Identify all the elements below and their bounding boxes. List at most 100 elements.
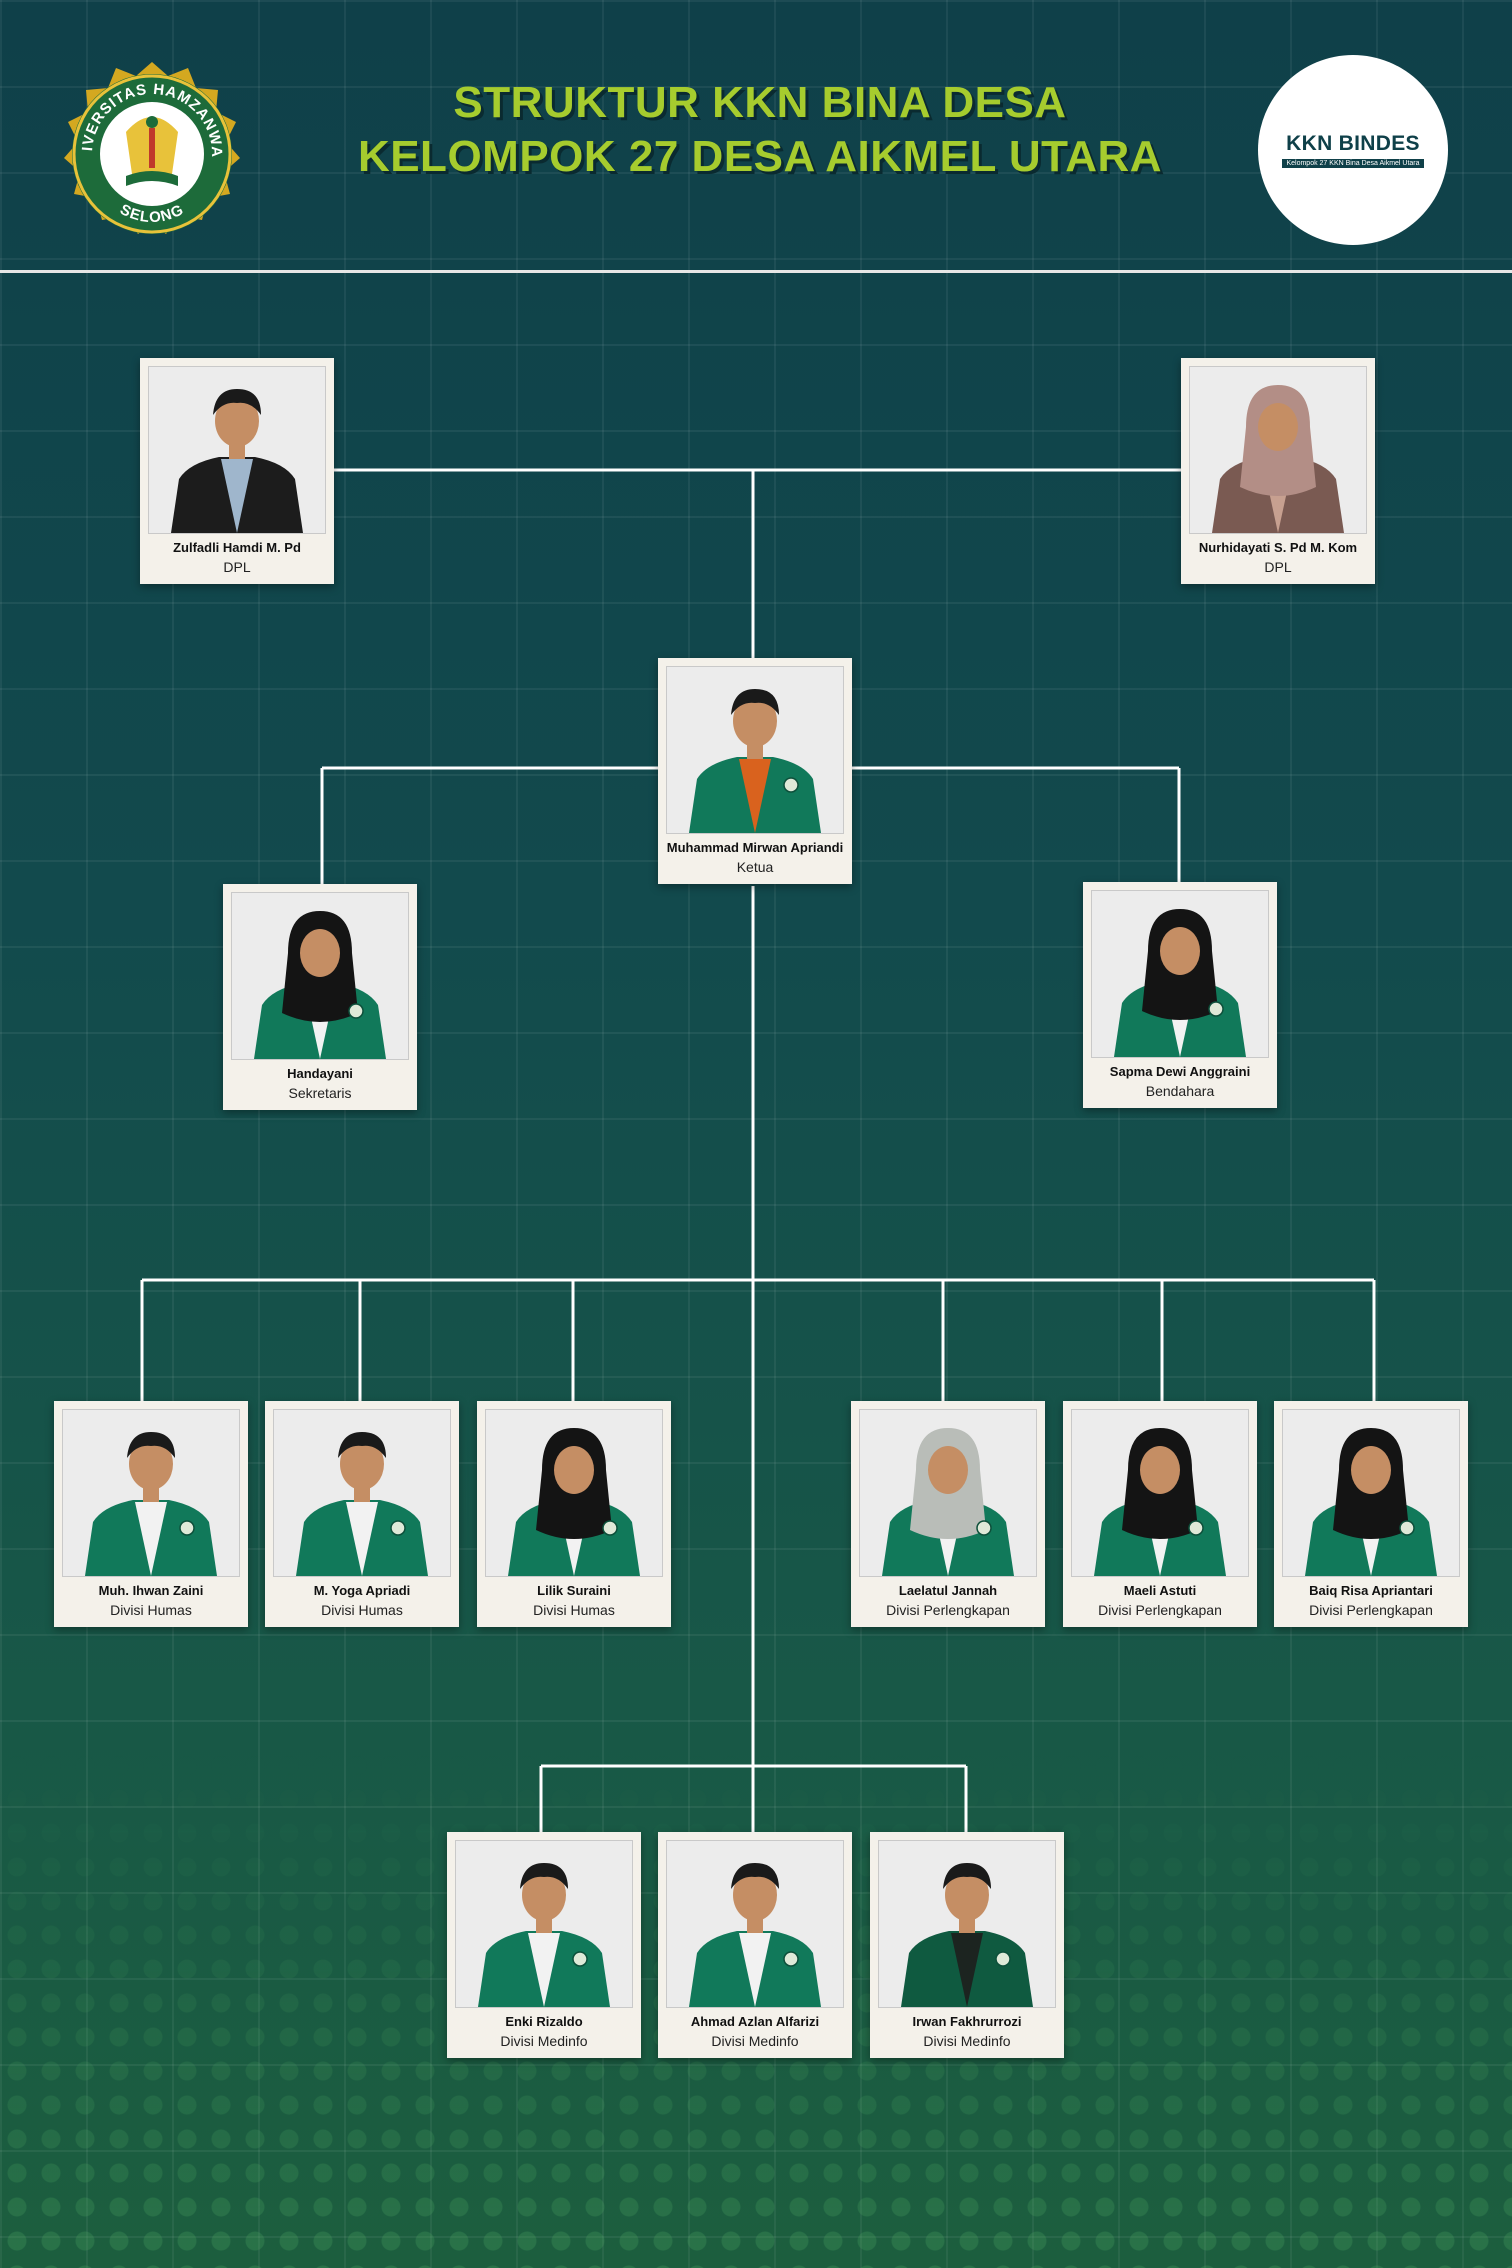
member-role: Divisi Medinfo <box>711 2033 799 2049</box>
member-role: DPL <box>223 559 251 575</box>
logo-patch-icon <box>1208 1001 1224 1017</box>
member-photo <box>1189 366 1367 534</box>
card-humas-3: Lilik Suraini Divisi Humas <box>477 1401 671 1627</box>
hair-shape <box>213 389 261 415</box>
logo-patch-icon <box>976 1520 992 1536</box>
card-medinfo-3: Irwan Fakhrurrozi Divisi Medinfo <box>870 1832 1064 2058</box>
portrait-illustration <box>478 1863 610 2007</box>
face-shape <box>733 1869 777 1921</box>
portrait-illustration <box>882 1428 1014 1576</box>
face-shape <box>215 395 259 447</box>
shirt-shape <box>951 1933 983 2007</box>
hair-shape <box>943 1863 991 1889</box>
face-shape <box>1160 927 1200 975</box>
member-photo <box>1071 1409 1249 1577</box>
face-shape <box>554 1446 594 1494</box>
member-role: Divisi Medinfo <box>500 2033 588 2049</box>
member-name: Irwan Fakhrurrozi <box>912 2014 1022 2029</box>
card-perlengkapan-1: Laelatul Jannah Divisi Perlengkapan <box>851 1401 1045 1627</box>
member-role: DPL <box>1264 559 1292 575</box>
logo-patch-icon <box>1188 1520 1204 1536</box>
face-shape <box>928 1446 968 1494</box>
portrait-illustration <box>1114 909 1246 1057</box>
member-name: Sapma Dewi Anggraini <box>1109 1064 1251 1079</box>
hair-shape <box>731 1863 779 1889</box>
member-name: Nurhidayati S. Pd M. Kom <box>1198 540 1358 555</box>
member-role: Bendahara <box>1145 1083 1215 1099</box>
member-photo <box>231 892 409 1060</box>
card-bendahara: Sapma Dewi Anggraini Bendahara <box>1083 882 1277 1108</box>
portrait-illustration <box>1212 385 1344 533</box>
face-shape <box>1258 403 1298 451</box>
logo-patch-icon <box>572 1951 588 1967</box>
card-dpl-2: Nurhidayati S. Pd M. Kom DPL <box>1181 358 1375 584</box>
member-photo <box>1282 1409 1460 1577</box>
portrait-illustration <box>901 1863 1033 2007</box>
member-name: Zulfadli Hamdi M. Pd <box>173 540 301 555</box>
header-divider <box>0 270 1512 273</box>
member-photo <box>62 1409 240 1577</box>
logo-patch-icon <box>783 1951 799 1967</box>
portrait-illustration <box>171 389 303 533</box>
face-shape <box>1351 1446 1391 1494</box>
member-name: Muhammad Mirwan Apriandi <box>666 840 844 855</box>
hair-shape <box>127 1432 175 1458</box>
card-humas-1: Muh. Ihwan Zaini Divisi Humas <box>54 1401 248 1627</box>
face-shape <box>945 1869 989 1921</box>
portrait-illustration <box>296 1432 428 1576</box>
member-role: Divisi Humas <box>321 1602 403 1618</box>
university-logo: UNIVERSITAS HAMZANWADI SELONG <box>56 58 240 234</box>
member-photo <box>273 1409 451 1577</box>
logo-brand-text: KKN BINDES <box>1286 132 1420 155</box>
face-shape <box>340 1438 384 1490</box>
member-role: Divisi Perlengkapan <box>886 1602 1010 1618</box>
logo-patch-icon <box>348 1003 364 1019</box>
member-role: Ketua <box>736 859 774 875</box>
member-name: Maeli Astuti <box>1123 1583 1197 1598</box>
member-photo <box>859 1409 1037 1577</box>
logo-patch-icon <box>602 1520 618 1536</box>
member-photo <box>148 366 326 534</box>
page-title-line1: STRUKTUR KKN BINA DESA <box>453 78 1067 127</box>
shirt-shape <box>135 1502 167 1576</box>
member-photo <box>455 1840 633 2008</box>
card-medinfo-2: Ahmad Azlan Alfarizi Divisi Medinfo <box>658 1832 852 2058</box>
member-role: Sekretaris <box>288 1085 352 1101</box>
page-title-line2: KELOMPOK 27 DESA AIKMEL UTARA <box>357 132 1163 181</box>
logo-patch-icon <box>995 1951 1011 1967</box>
card-humas-2: M. Yoga Apriadi Divisi Humas <box>265 1401 459 1627</box>
card-perlengkapan-3: Baiq Risa Apriantari Divisi Perlengkapan <box>1274 1401 1468 1627</box>
face-shape <box>1140 1446 1180 1494</box>
member-name: Handayani <box>287 1066 353 1081</box>
logo-patch-icon <box>390 1520 406 1536</box>
face-shape <box>522 1869 566 1921</box>
hair-shape <box>338 1432 386 1458</box>
shirt-shape <box>739 759 771 833</box>
member-photo <box>1091 890 1269 1058</box>
portrait-illustration <box>254 911 386 1059</box>
member-photo <box>878 1840 1056 2008</box>
member-role: Divisi Perlengkapan <box>1309 1602 1433 1618</box>
member-photo <box>485 1409 663 1577</box>
face-shape <box>129 1438 173 1490</box>
member-name: Laelatul Jannah <box>898 1583 998 1598</box>
card-perlengkapan-2: Maeli Astuti Divisi Perlengkapan <box>1063 1401 1257 1627</box>
kkn-bindes-logo: KKN BINDES Kelompok 27 KKN Bina Desa Aik… <box>1258 55 1448 245</box>
logo-patch-icon <box>783 777 799 793</box>
logo-tagline: Kelompok 27 KKN Bina Desa Aikmel Utara <box>1282 159 1424 168</box>
shirt-shape <box>346 1502 378 1576</box>
member-photo <box>666 666 844 834</box>
logo-patch-icon <box>179 1520 195 1536</box>
member-name: Enki Rizaldo <box>505 2014 583 2029</box>
hair-shape <box>520 1863 568 1889</box>
card-sekretaris: Handayani Sekretaris <box>223 884 417 1110</box>
portrait-illustration <box>1094 1428 1226 1576</box>
member-name: M. Yoga Apriadi <box>313 1583 411 1598</box>
card-medinfo-1: Enki Rizaldo Divisi Medinfo <box>447 1832 641 2058</box>
member-name: Ahmad Azlan Alfarizi <box>690 2014 820 2029</box>
shirt-shape <box>739 1933 771 2007</box>
portrait-illustration <box>689 689 821 833</box>
face-shape <box>733 695 777 747</box>
shirt-shape <box>528 1933 560 2007</box>
